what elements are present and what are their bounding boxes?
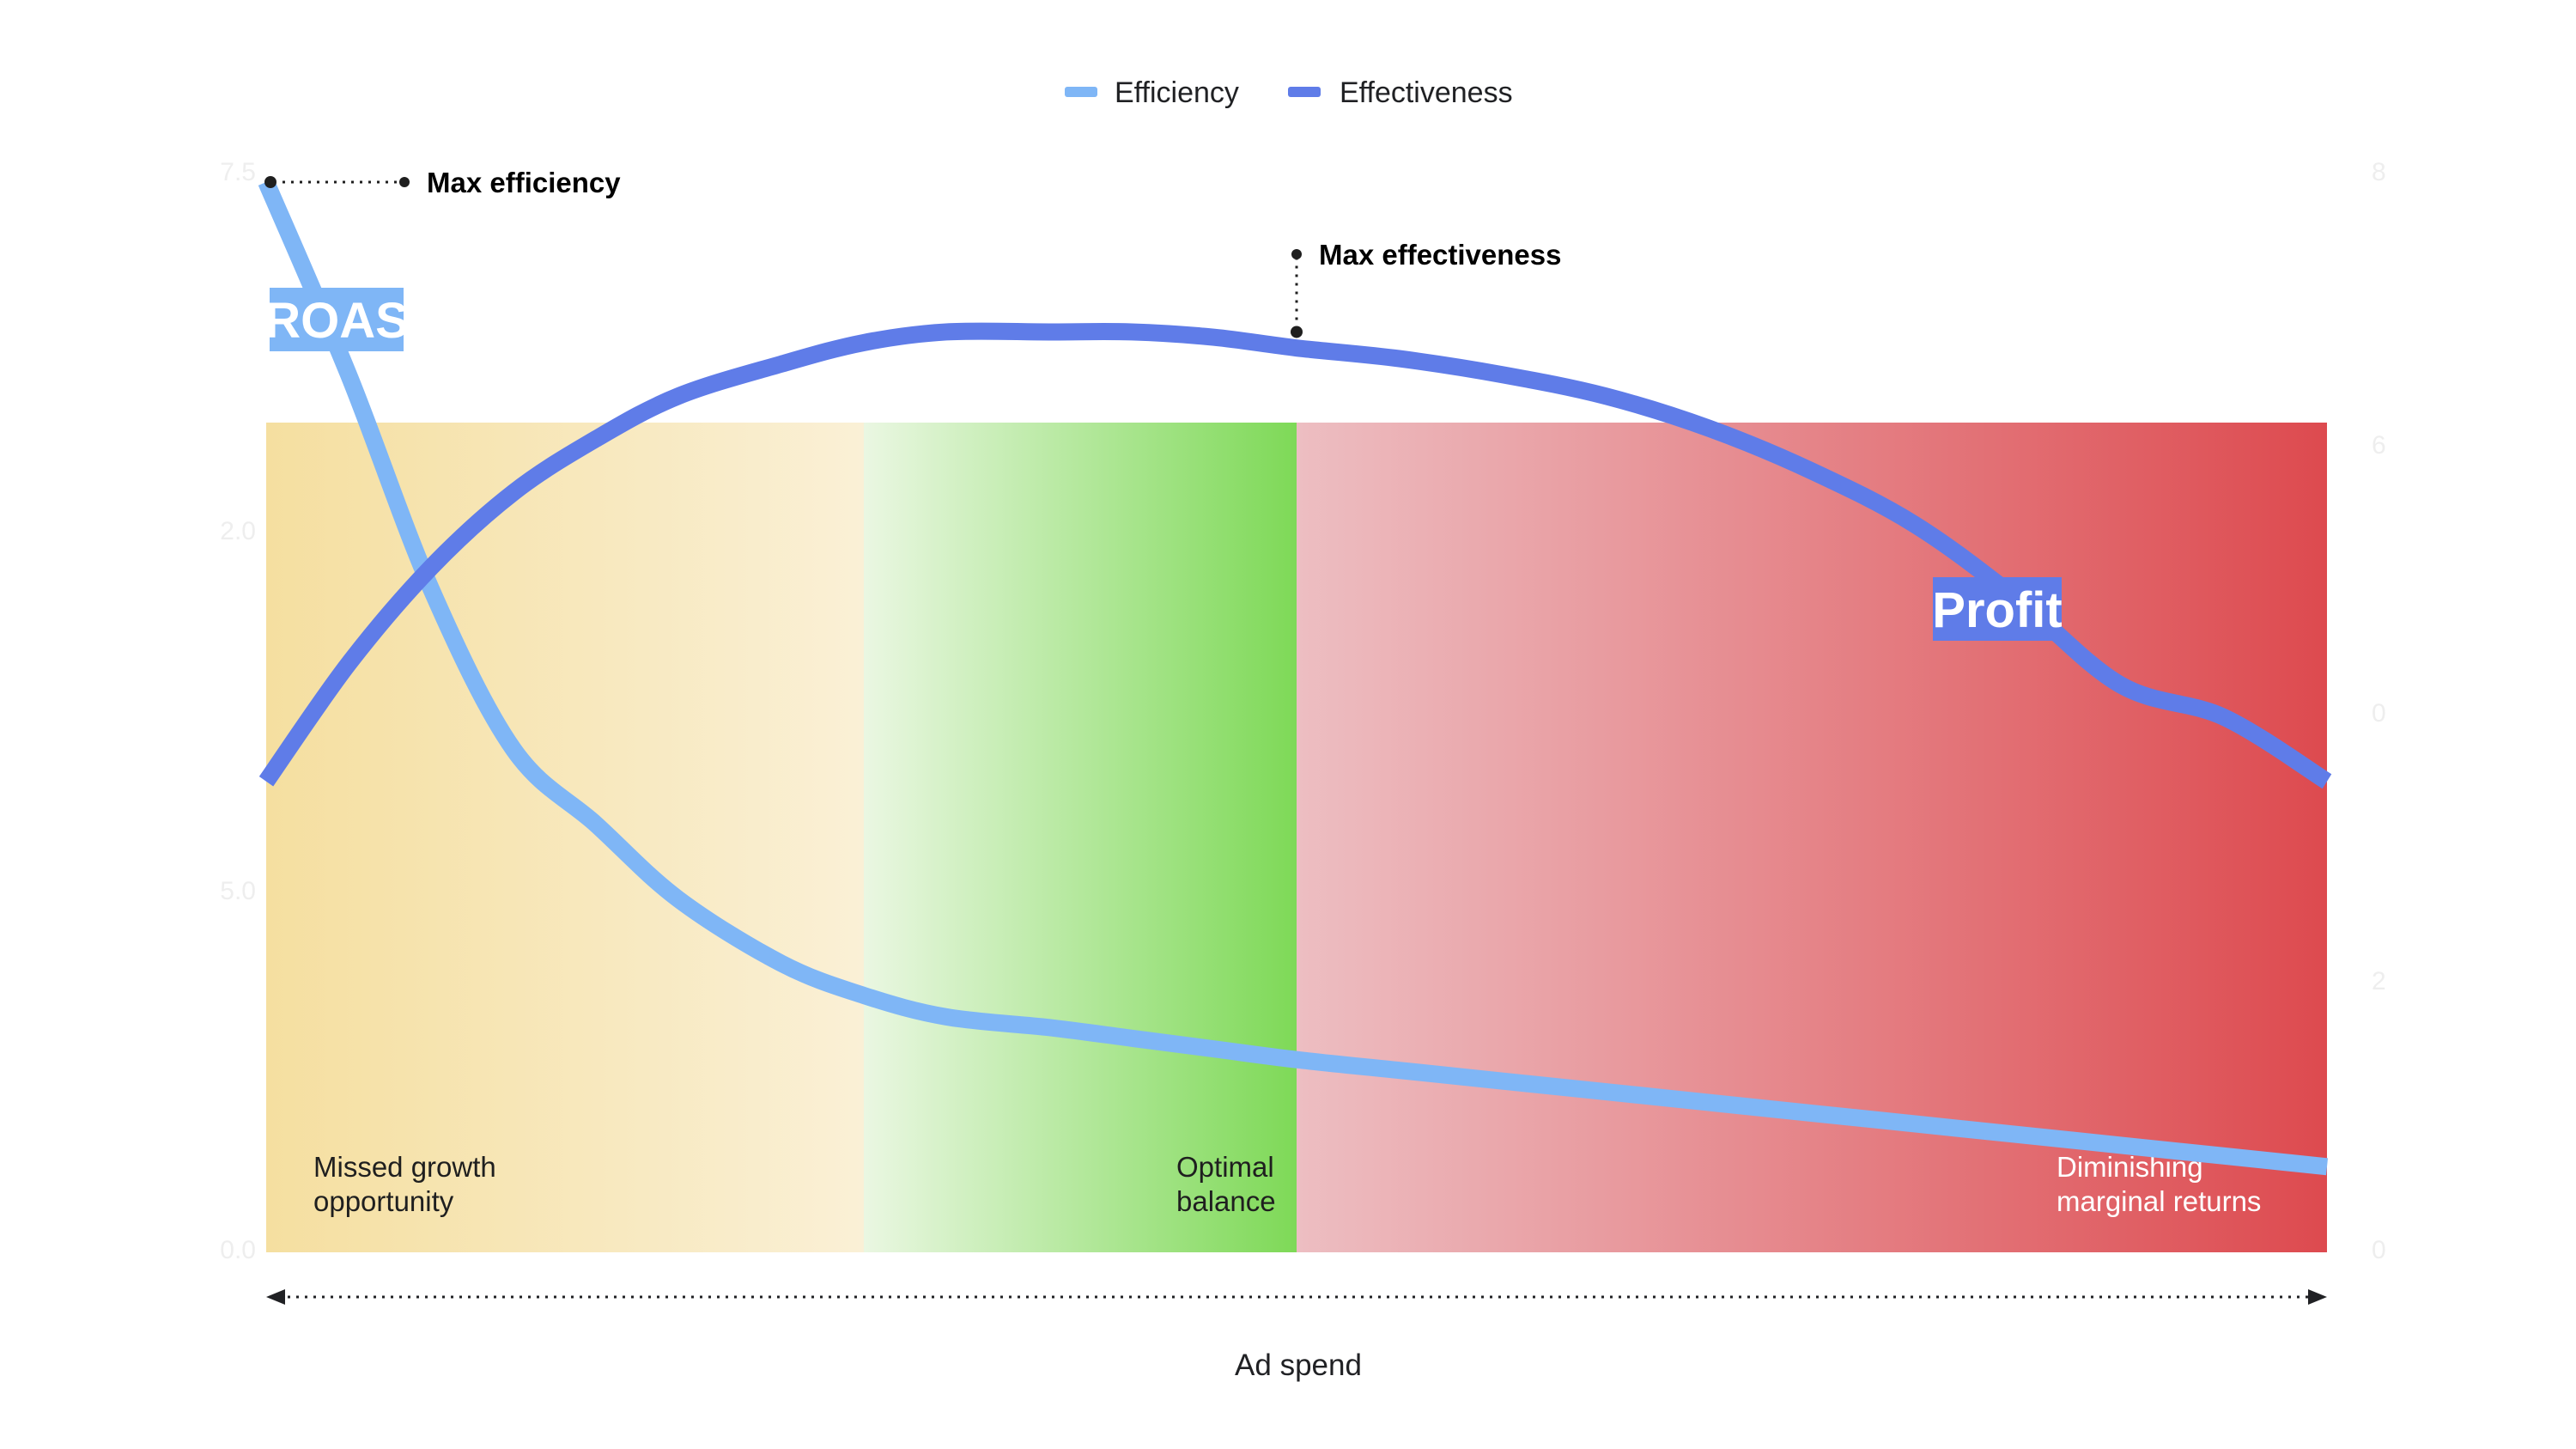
- max-efficiency-leader-end: [399, 177, 410, 187]
- max-effectiveness-point: [1291, 326, 1303, 338]
- x-axis-label: Ad spend: [1235, 1349, 1362, 1382]
- max-efficiency-label: Max efficiency: [427, 167, 621, 198]
- legend-swatch-efficiency: [1065, 87, 1097, 97]
- zone-background-2: [864, 423, 1297, 1252]
- left-tick-label: 0.0: [220, 1236, 256, 1264]
- x-axis-arrow-right: [2308, 1289, 2327, 1305]
- zone-labels: Missed growthopportunityOptimalbalanceDi…: [313, 1151, 2261, 1217]
- zone-background-3: [1297, 423, 2327, 1252]
- series-line-efficiency: [258, 179, 2329, 1176]
- legend: Efficiency Effectiveness: [1065, 76, 1513, 109]
- x-axis-arrow: [266, 1289, 2327, 1305]
- zones: [266, 423, 2327, 1252]
- left-tick-label: 2.0: [220, 517, 256, 545]
- left-tick-label: 5.0: [220, 877, 256, 905]
- zone-label-1-line-2: opportunity: [313, 1185, 454, 1217]
- legend-label-efficiency: Efficiency: [1115, 76, 1239, 109]
- zone-label-3-line-2: marginal returns: [2057, 1185, 2261, 1217]
- right-tick-label: 0: [2372, 1236, 2386, 1264]
- legend-swatch-effectiveness: [1288, 87, 1321, 97]
- series-lines: [258, 179, 2332, 1176]
- faint-tick-labels: 7.5 2.0 5.0 0.0 8 6 0 2 0: [220, 158, 2385, 1264]
- zone-label-2-line-2: balance: [1176, 1185, 1276, 1217]
- x-axis-arrow-left: [266, 1289, 285, 1305]
- line-tag-profit: Profit: [1932, 582, 2062, 638]
- max-efficiency-point: [264, 176, 276, 188]
- series-line-effectiveness: [258, 322, 2332, 789]
- right-tick-label: 6: [2372, 431, 2386, 460]
- max-effectiveness-label: Max effectiveness: [1319, 239, 1561, 271]
- line-tag-roas-background: [270, 288, 404, 351]
- right-tick-label: 2: [2372, 967, 2386, 995]
- right-tick-label: 8: [2372, 158, 2386, 186]
- zone-background-1: [266, 423, 864, 1252]
- right-tick-label: 0: [2372, 699, 2386, 728]
- legend-label-effectiveness: Effectiveness: [1340, 76, 1513, 109]
- zone-label-1-line-1: Missed growth: [313, 1151, 496, 1183]
- zone-label-2-line-1: Optimal: [1176, 1151, 1274, 1183]
- line-tags: ROAS Profit: [264, 288, 2063, 641]
- max-effectiveness-leader-end: [1291, 249, 1302, 259]
- left-tick-label: 7.5: [220, 158, 256, 186]
- line-tag-profit-background: [1933, 577, 2062, 641]
- line-tag-roas: ROAS: [264, 293, 409, 349]
